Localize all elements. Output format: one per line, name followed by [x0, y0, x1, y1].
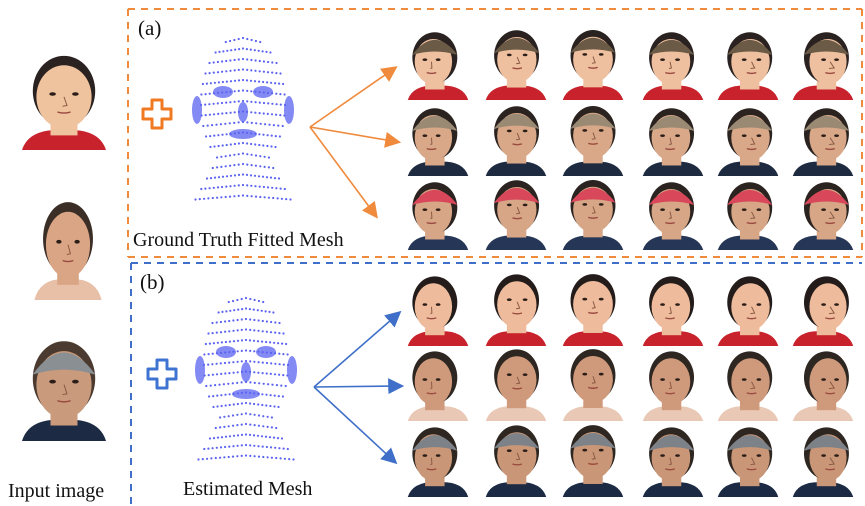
panel-b-render-row3-col3-render: [557, 423, 629, 497]
arrow-a-2: [310, 127, 398, 142]
panel-b-render-row3-col3: [557, 423, 629, 497]
panel-b-render-row1-col6: [787, 272, 859, 346]
panel-a-render-row3-col4-render: [637, 178, 709, 250]
panel-a-render-row2-col5-render: [712, 104, 784, 176]
panel-a-arrows: [310, 68, 398, 216]
panel-b-render-row2-col1: [402, 347, 474, 421]
panel-b-render-row1-col3: [557, 272, 629, 346]
panel-a-render-row2-col1-render: [402, 104, 474, 176]
panel-b-render-row3-col5: [712, 423, 784, 497]
panel-b-render-row1-col1: [402, 272, 474, 346]
panel-b-render-row1-col3-render: [557, 272, 629, 346]
panel-a-render-row1-col6: [787, 28, 859, 100]
panel-b-render-row3-col6-render: [787, 423, 859, 497]
panel-a-render-row3-col1-render: [402, 178, 474, 250]
panel-b-render-row3-col1: [402, 423, 474, 497]
arrow-b-1: [314, 313, 399, 387]
panel-b-render-row3-col1-render: [402, 423, 474, 497]
panel-a-render-row3-col3: [557, 178, 629, 250]
panel-a-render-row2-col1: [402, 104, 474, 176]
panel-b-render-row1-col2: [480, 272, 552, 346]
panel-a-render-row3-col4: [637, 178, 709, 250]
panel-b-render-row3-col2-render: [480, 423, 552, 497]
panel-a-render-row2-col4: [637, 104, 709, 176]
panel-b-render-row2-col5-render: [712, 347, 784, 421]
panel-a-render-row1-col1-render: [402, 28, 474, 100]
panel-b-render-row2-col2: [480, 347, 552, 421]
panel-a-render-row2-col5: [712, 104, 784, 176]
panel-b-render-row2-col6: [787, 347, 859, 421]
panel-b-render-row3-col2: [480, 423, 552, 497]
arrow-b-2: [314, 386, 401, 387]
panel-a-render-row3-col2-render: [480, 178, 552, 250]
panel-a-render-row1-col3-render: [557, 28, 629, 100]
panel-b-render-row1-col2-render: [480, 272, 552, 346]
panel-a-render-row1-col4: [637, 28, 709, 100]
panel-b-render-row1-col5: [712, 272, 784, 346]
panel-b-render-row1-col4: [637, 272, 709, 346]
panel-a-render-row2-col6-render: [787, 104, 859, 176]
panel-b-render-row2-col6-render: [787, 347, 859, 421]
panel-a-render-row2-col6: [787, 104, 859, 176]
panel-a-render-row1-col5: [712, 28, 784, 100]
panel-b-render-row2-col3-render: [557, 347, 629, 421]
panel-b-arrows: [314, 313, 401, 462]
arrow-a-1: [310, 68, 395, 127]
panel-a-render-row2-col3-render: [557, 104, 629, 176]
panel-b-render-row3-col5-render: [712, 423, 784, 497]
arrow-a-3: [310, 127, 376, 216]
panel-a-render-row3-col6-render: [787, 178, 859, 250]
panel-b-render-row3-col6: [787, 423, 859, 497]
panel-a-render-row1-col2-render: [480, 28, 552, 100]
panel-b-render-row1-col4-render: [637, 272, 709, 346]
panel-a-render-row1-col1: [402, 28, 474, 100]
panel-b-render-row1-col1-render: [402, 272, 474, 346]
panel-a-render-row2-col4-render: [637, 104, 709, 176]
panel-a-render-row2-col2: [480, 104, 552, 176]
panel-a-render-row3-col5: [712, 178, 784, 250]
panel-a-render-row1-col3: [557, 28, 629, 100]
panel-a-render-row1-col6-render: [787, 28, 859, 100]
panel-b-render-row2-col3: [557, 347, 629, 421]
panel-a-render-row3-col3-render: [557, 178, 629, 250]
panel-a-render-row3-col5-render: [712, 178, 784, 250]
panel-b-render-row2-col2-render: [480, 347, 552, 421]
panel-a-render-row3-col2: [480, 178, 552, 250]
panel-a-render-row3-col6: [787, 178, 859, 250]
panel-a-render-row1-col5-render: [712, 28, 784, 100]
panel-a-render-row1-col2: [480, 28, 552, 100]
panel-b-render-row1-col5-render: [712, 272, 784, 346]
panel-a-render-row1-col4-render: [637, 28, 709, 100]
panel-b-render-row3-col4-render: [637, 423, 709, 497]
panel-b-render-row2-col1-render: [402, 347, 474, 421]
panel-b-render-row3-col4: [637, 423, 709, 497]
arrow-b-3: [314, 387, 395, 462]
panel-b-render-row2-col4-render: [637, 347, 709, 421]
panel-a-render-row2-col2-render: [480, 104, 552, 176]
panel-b-render-row2-col4: [637, 347, 709, 421]
panel-b-render-row2-col5: [712, 347, 784, 421]
panel-a-render-row2-col3: [557, 104, 629, 176]
panel-a-render-row3-col1: [402, 178, 474, 250]
panel-b-render-row1-col6-render: [787, 272, 859, 346]
